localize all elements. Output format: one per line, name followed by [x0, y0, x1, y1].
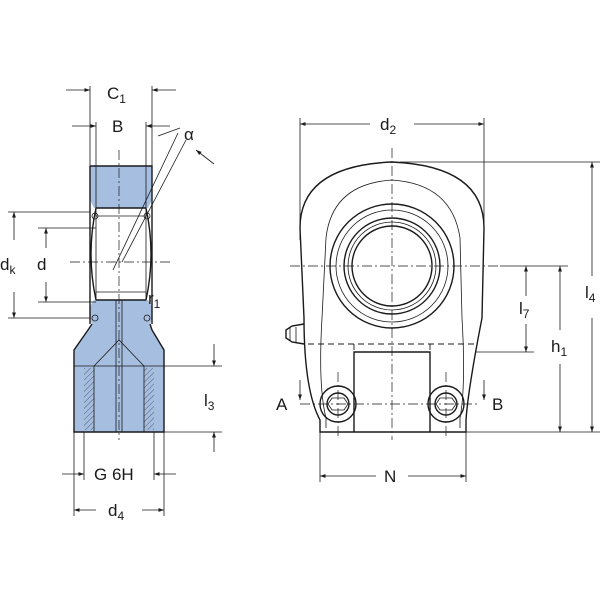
bore-outline — [95, 207, 147, 301]
label-thread: G 6H — [94, 465, 134, 484]
label-dk: dk — [0, 255, 16, 277]
label-l4: l4 — [585, 283, 596, 305]
label-h1: h1 — [551, 337, 567, 359]
label-b-bolt: B — [492, 395, 503, 414]
shank-section — [74, 324, 164, 432]
label-c1: C1 — [107, 84, 126, 106]
label-l3: l3 — [204, 391, 215, 413]
label-alpha: α — [184, 125, 194, 144]
seal-ring-right-bottom — [143, 314, 151, 322]
label-b-width: B — [112, 117, 123, 136]
label-d: d — [37, 255, 46, 274]
section-view — [8, 86, 222, 516]
thread-left — [84, 368, 94, 430]
housing-section-bottom — [90, 300, 152, 324]
label-n: N — [384, 467, 396, 486]
thread-right — [144, 368, 154, 430]
front-view — [285, 118, 600, 482]
label-r1: r1 — [148, 289, 161, 311]
seal-ring-left-bottom — [91, 314, 99, 322]
grease-nipple-icon — [285, 323, 305, 345]
label-a: A — [276, 395, 288, 414]
seal-ring-right-top — [143, 212, 151, 220]
label-l7: l7 — [519, 299, 530, 321]
label-d4: d4 — [108, 501, 124, 523]
housing-section-top — [90, 166, 152, 208]
seal-ring-left-top — [91, 212, 99, 220]
label-d2: d2 — [380, 115, 396, 137]
